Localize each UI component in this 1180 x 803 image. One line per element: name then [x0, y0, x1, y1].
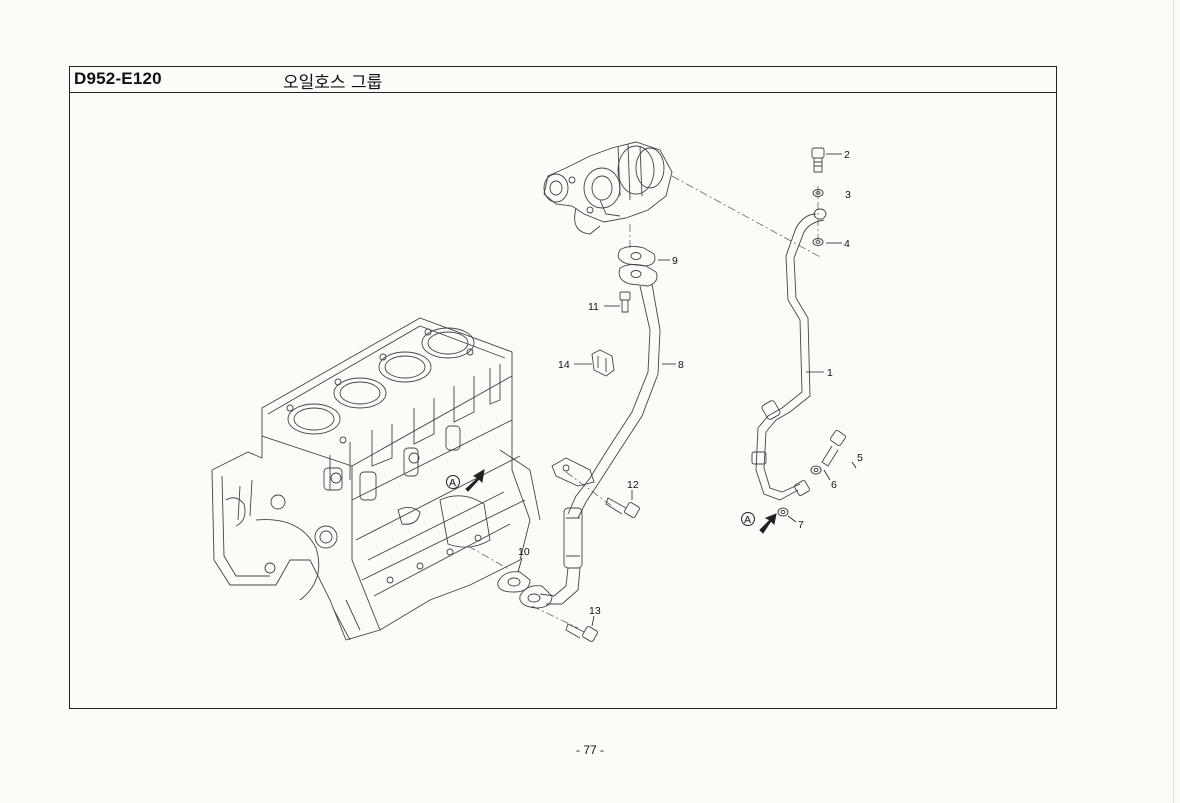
turbocharger [543, 141, 673, 235]
svg-text:A: A [449, 477, 456, 489]
washer [777, 507, 789, 517]
bolt [605, 497, 640, 518]
page-number: - 77 - [575, 743, 604, 757]
hose-clip [591, 349, 615, 377]
bolt [565, 623, 598, 642]
callout-2: 2 [844, 149, 850, 161]
callout-8: 8 [678, 359, 684, 371]
engine-block [211, 317, 541, 641]
center-lines [467, 175, 823, 629]
svg-text:A: A [744, 514, 751, 526]
callout-7: 7 [798, 519, 804, 531]
callout-9: 9 [672, 255, 678, 267]
washer [812, 238, 824, 246]
diagram-frame: D952-E120 오일호스 그룹 [69, 66, 1057, 709]
callout-11: 11 [588, 301, 599, 313]
arrow-icon [465, 469, 485, 492]
banjo-bolt [811, 147, 825, 173]
callout-4: 4 [844, 238, 850, 250]
leader-lines [517, 153, 857, 627]
callout-3: 3 [845, 189, 851, 201]
part-group-code: D952-E120 [74, 69, 162, 88]
diagram-header: D952-E120 오일호스 그룹 [70, 67, 1056, 93]
callout-14: 14 [558, 359, 570, 371]
bolt [619, 291, 631, 313]
reference-mark-engine: A [446, 469, 485, 492]
callout-numbers: 1 2 3 4 5 6 7 8 9 10 11 12 13 14 [518, 149, 863, 617]
part-group-title: 오일호스 그룹 [283, 73, 383, 93]
reference-mark-hose: A [741, 512, 777, 534]
gasket [497, 571, 531, 593]
callout-1: 1 [827, 367, 833, 379]
washer [812, 189, 824, 197]
callout-5: 5 [857, 452, 863, 464]
oil-supply-pipe [751, 208, 827, 501]
callout-6: 6 [831, 479, 837, 491]
washer [810, 465, 822, 475]
callout-13: 13 [589, 605, 601, 617]
page-edge [1173, 0, 1174, 803]
gasket [617, 245, 656, 267]
callout-10: 10 [518, 546, 530, 558]
arrow-icon [759, 513, 777, 534]
oil-return-pipe [519, 263, 661, 609]
callout-12: 12 [627, 479, 639, 491]
bolt [821, 429, 847, 467]
